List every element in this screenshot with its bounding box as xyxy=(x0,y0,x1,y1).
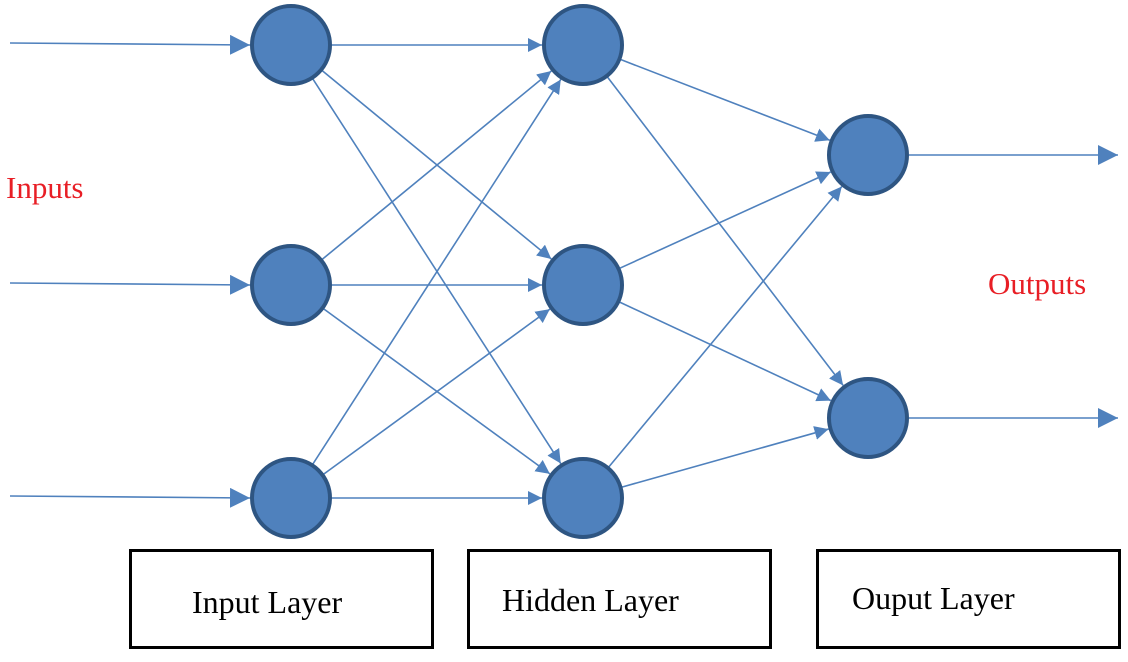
edge-l1-n1-to-n2 xyxy=(320,69,552,260)
edge-l2-n2-to-n2 xyxy=(618,300,832,402)
edge-l2-n3-to-n2 xyxy=(620,426,829,489)
output-node-2 xyxy=(827,377,909,459)
output-layer-label: Ouput Layer xyxy=(852,580,1015,616)
edge-l2-n3-to-n1 xyxy=(607,186,843,469)
edge-l2-n1-to-n2 xyxy=(606,75,844,386)
hidden-layer-box: Hidden Layer xyxy=(467,549,772,649)
edge-l1-n1-to-n3 xyxy=(311,77,562,464)
connections xyxy=(9,34,1118,508)
edge-l1-n2-to-n1 xyxy=(320,70,552,261)
edge-l1-n3-to-n1 xyxy=(311,79,562,466)
edge-l1-n2-to-n3 xyxy=(322,307,551,475)
hidden-node-3 xyxy=(542,457,624,539)
outputs-label: Outputs xyxy=(988,266,1087,301)
input-node-2 xyxy=(250,244,332,326)
input-arrow-2 xyxy=(9,274,251,295)
edge-l1-n3-to-n2 xyxy=(322,308,551,476)
hidden-node-1 xyxy=(542,4,624,86)
hidden-layer-label: Hidden Layer xyxy=(502,582,679,618)
input-layer-box: Input Layer xyxy=(129,549,434,649)
output-layer-box: Ouput Layer xyxy=(816,549,1121,649)
edge-l2-n2-to-n1 xyxy=(618,171,832,270)
inputs-label: Inputs xyxy=(6,170,84,205)
neurons xyxy=(250,4,909,539)
input-arrow-3 xyxy=(9,487,251,508)
output-node-1 xyxy=(827,114,909,196)
input-node-3 xyxy=(250,457,332,539)
input-layer-label: Input Layer xyxy=(192,584,343,620)
hidden-node-2 xyxy=(542,244,624,326)
edge-l2-n1-to-n1 xyxy=(619,58,831,142)
input-arrow-1 xyxy=(9,34,251,55)
input-node-1 xyxy=(250,4,332,86)
